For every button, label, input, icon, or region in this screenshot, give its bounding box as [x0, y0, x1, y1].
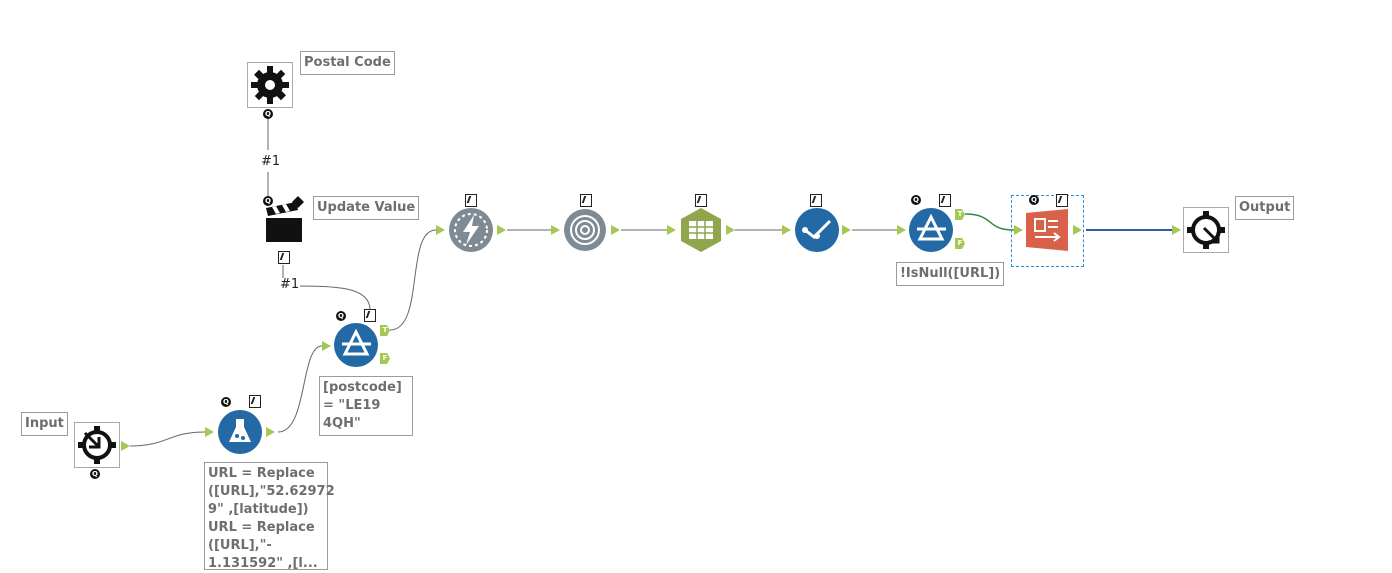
bolt-icon-toolA: [465, 194, 477, 207]
filter2-false-anchor[interactable]: F: [955, 238, 965, 249]
filter-icon-2: [909, 208, 953, 252]
report-input-anchor[interactable]: [1014, 225, 1023, 235]
quality-badge-filter1: Q: [336, 311, 346, 321]
wire-input-to-formula: [129, 431, 206, 447]
parse-tool[interactable]: [794, 207, 840, 253]
bolt-icon-toolD: [810, 194, 822, 207]
report-icon: [1026, 209, 1068, 251]
formula-input-anchor[interactable]: [205, 427, 214, 437]
wire-label-update: #1: [280, 277, 300, 292]
checkmark-icon: [795, 208, 839, 252]
output-gear-icon: [1187, 211, 1225, 249]
update-value-tool[interactable]: [262, 194, 306, 246]
formula-output-anchor[interactable]: [266, 427, 275, 437]
update-value-label[interactable]: Update Value: [313, 196, 420, 220]
formula-tool[interactable]: [217, 409, 263, 455]
filter2-input-anchor[interactable]: [897, 225, 906, 235]
spiral-gear-tool[interactable]: [562, 207, 608, 253]
quality-badge-postal: Q: [263, 109, 273, 119]
wire-label-postal: #1: [261, 154, 281, 169]
bolt-icon-update: [278, 251, 290, 264]
toolC-input-anchor[interactable]: [667, 225, 676, 235]
toolC-output-anchor[interactable]: [726, 225, 735, 235]
quality-badge-filter2: Q: [911, 195, 921, 205]
bolt-icon-formula: [249, 395, 261, 408]
bolt-icon-report: [1056, 194, 1068, 207]
wire-filter2-to-report: [964, 213, 1015, 231]
report-output-anchor[interactable]: [1073, 225, 1082, 235]
filter2-tool[interactable]: [908, 207, 954, 253]
filter1-tool[interactable]: [333, 322, 379, 368]
toolA-output-anchor[interactable]: [497, 225, 506, 235]
selection-box: [1011, 195, 1084, 267]
quality-badge-input: Q: [90, 469, 100, 479]
wire-filter1-to-toolA: [389, 229, 437, 331]
bolt-icon-filter1: [364, 309, 376, 322]
output-tool[interactable]: [1183, 207, 1229, 253]
input-output-anchor[interactable]: [121, 441, 130, 451]
toolD-input-anchor[interactable]: [782, 225, 791, 235]
filter1-true-anchor[interactable]: T: [380, 325, 390, 336]
gear-icon: [251, 66, 289, 104]
input-label[interactable]: Input: [21, 412, 68, 436]
filter1-label[interactable]: [postcode] = "LE19 4QH": [319, 376, 413, 436]
input-gear-icon: [78, 426, 116, 464]
table-tool[interactable]: [678, 207, 724, 253]
report-tool[interactable]: [1024, 207, 1070, 253]
bolt-icon-filter2: [939, 194, 951, 207]
filter2-true-anchor[interactable]: T: [955, 209, 965, 220]
spiral-gear-icon: [564, 209, 606, 251]
lightning-tool[interactable]: [448, 207, 494, 253]
wire-update-to-filter-2: [299, 285, 371, 311]
bolt-icon-toolC: [695, 194, 707, 207]
toolD-output-anchor[interactable]: [842, 225, 851, 235]
input-tool[interactable]: [74, 422, 120, 468]
filter1-input-anchor[interactable]: [322, 341, 331, 351]
toolB-input-anchor[interactable]: [551, 225, 560, 235]
toolA-input-anchor[interactable]: [436, 225, 445, 235]
toolB-output-anchor[interactable]: [611, 225, 620, 235]
output-label[interactable]: Output: [1235, 196, 1295, 220]
table-icon: [681, 208, 721, 252]
wire-formula-to-filter1: [277, 345, 323, 433]
quality-badge-update: Q: [263, 196, 273, 206]
postal-code-label[interactable]: Postal Code: [300, 51, 395, 75]
formula-label[interactable]: URL = Replace ([URL],"52.62972 9" ,[lati…: [204, 462, 335, 571]
quality-badge-report: Q: [1029, 195, 1039, 205]
bolt-icon-toolB: [580, 194, 592, 207]
clapperboard-icon: [266, 196, 304, 242]
filter1-false-anchor[interactable]: F: [380, 353, 390, 364]
output-input-anchor[interactable]: [1172, 225, 1181, 235]
postal-code-tool[interactable]: [247, 62, 293, 108]
filter2-label[interactable]: !IsNull([URL]): [896, 262, 1005, 286]
flask-icon: [218, 410, 262, 454]
quality-badge-formula: Q: [221, 397, 231, 407]
filter-icon: [334, 323, 378, 367]
lightning-gear-icon: [449, 208, 493, 252]
